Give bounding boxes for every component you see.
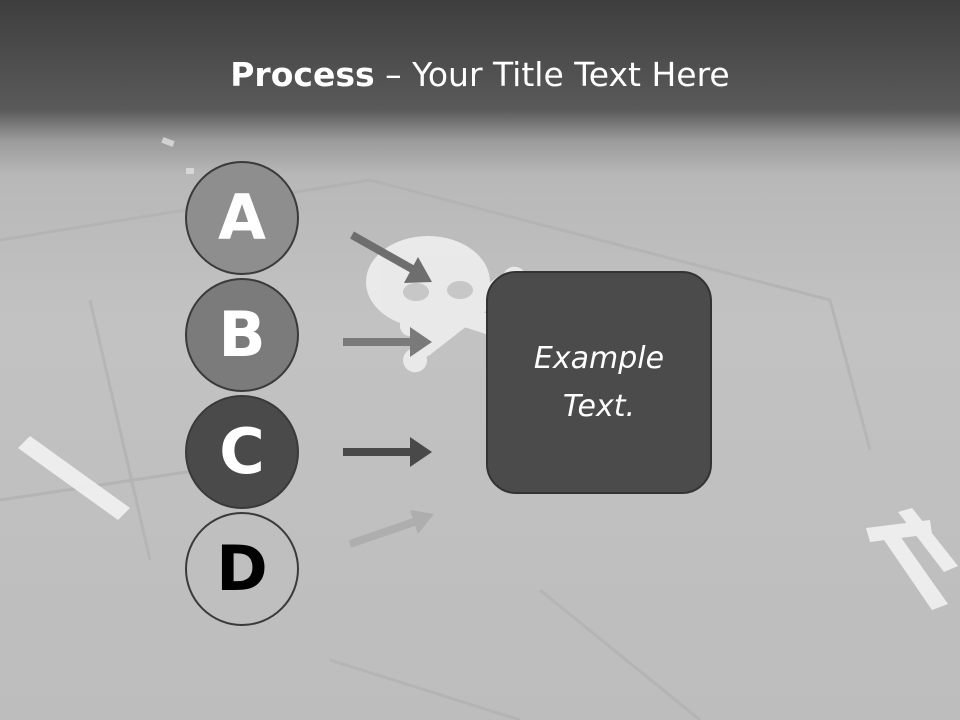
- step-b-circle: B: [185, 278, 299, 392]
- title-rest: – Your Title Text Here: [374, 55, 730, 94]
- step-d-letter: D: [216, 532, 268, 605]
- result-box: Example Text.: [486, 271, 712, 494]
- arrow-b-icon: [343, 327, 432, 357]
- step-c-circle: C: [185, 395, 299, 509]
- step-d-circle: D: [185, 512, 299, 626]
- arrow-c-icon: [343, 437, 432, 467]
- arrow-a-icon: [350, 231, 432, 283]
- step-b-letter: B: [218, 298, 266, 371]
- step-a-letter: A: [218, 181, 266, 254]
- title-strong: Process: [230, 55, 375, 94]
- step-a-circle: A: [185, 161, 299, 275]
- result-box-text: Example Text.: [533, 340, 665, 424]
- arrow-d-icon: [348, 510, 434, 548]
- page-title: Process – Your Title Text Here: [0, 54, 960, 96]
- step-c-letter: C: [219, 415, 265, 488]
